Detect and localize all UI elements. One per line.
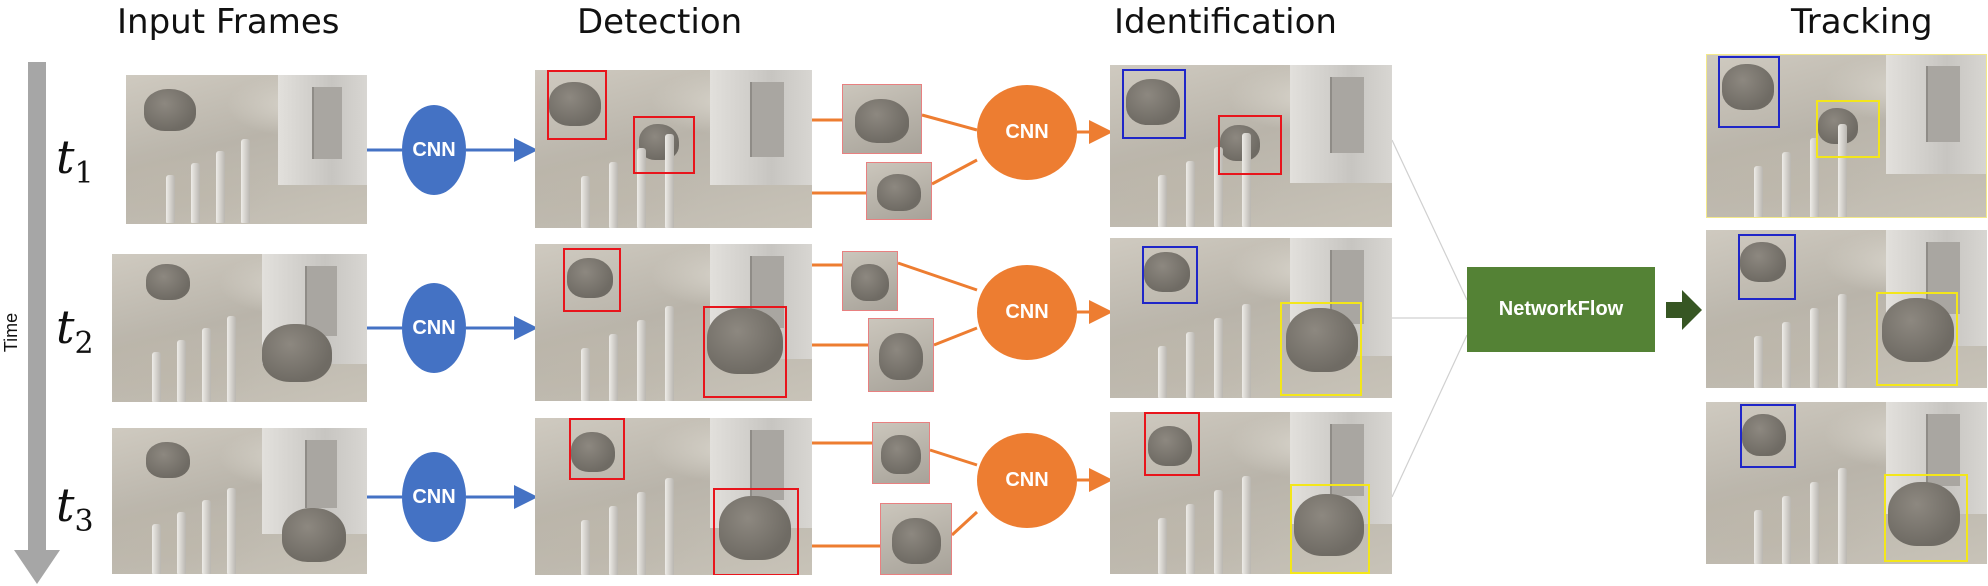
crop-t3-a <box>872 422 930 484</box>
time-step-2: t2 <box>56 300 94 362</box>
detection-frame-t1 <box>535 70 812 228</box>
network-flow-box: NetworkFlow <box>1467 267 1655 352</box>
detection-frame-t2 <box>535 244 812 401</box>
identification-frame-t1 <box>1110 65 1392 227</box>
tracking-frame-t2 <box>1706 230 1987 388</box>
crop-t1-b <box>866 162 932 220</box>
identifier-cnn-t1: CNN <box>977 85 1077 180</box>
input-frame-t3 <box>112 428 367 574</box>
identification-frame-t2 <box>1110 238 1392 398</box>
identifier-cnn-t2: CNN <box>977 265 1077 360</box>
identification-title: Identification <box>1114 2 1337 42</box>
detection-title: Detection <box>577 2 743 42</box>
input-frame-t2 <box>112 254 367 402</box>
tracking-frame-t3 <box>1706 402 1987 564</box>
identifier-cnn-t3: CNN <box>977 433 1077 528</box>
detection-frame-t3 <box>535 418 812 575</box>
detector-cnn-t1: CNN <box>402 105 466 195</box>
tracking-title: Tracking <box>1791 2 1933 42</box>
time-step-1: t1 <box>56 130 94 192</box>
crop-t2-a <box>842 251 898 311</box>
crop-t2-b <box>868 318 934 392</box>
time-arrow <box>14 62 60 584</box>
input-frames-title: Input Frames <box>117 2 340 42</box>
time-step-3: t3 <box>56 478 94 540</box>
identification-frame-t3 <box>1110 412 1392 574</box>
crop-t3-b <box>880 503 952 575</box>
crop-t1-a <box>842 84 922 154</box>
detector-cnn-t3: CNN <box>402 452 466 542</box>
detector-cnn-t2: CNN <box>402 283 466 373</box>
input-frame-t1 <box>126 75 367 224</box>
tracking-frame-t1 <box>1706 54 1987 218</box>
